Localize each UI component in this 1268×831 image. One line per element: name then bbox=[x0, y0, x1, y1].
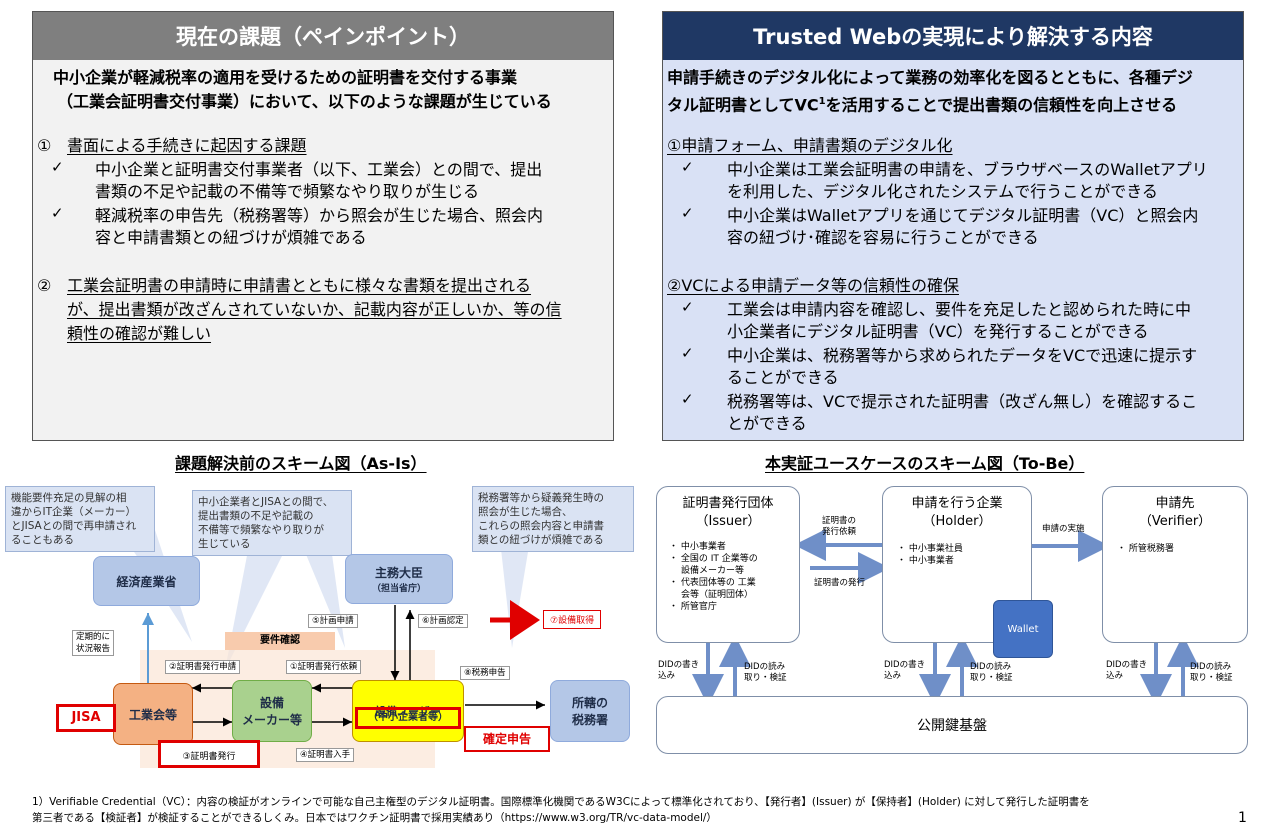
verifier-box: 申請先 （Verifier） ・ 所管税務署 bbox=[1102, 486, 1248, 643]
pain-sec1-item1-l1: 中小企業と証明書交付事業者（以下、工業会）との間で、提出 bbox=[95, 160, 543, 179]
solution-header: Trusted Webの実現により解決する内容 bbox=[663, 12, 1243, 60]
pain-sec2-l1: 工業会証明書の申請時に申請書とともに様々な書類を提出される bbox=[67, 276, 532, 295]
pain-sec2-l2: が、提出書類が改ざんされていないか、記載内容が正しいか、等の信 bbox=[67, 300, 562, 319]
tax-report-label: ⑧税務申告 bbox=[460, 666, 510, 680]
wallet-node: Wallet bbox=[993, 600, 1053, 658]
cert-issue-box: ③証明書発行 bbox=[158, 740, 260, 768]
check-icon: ✓ bbox=[51, 204, 64, 222]
meti-node: 経済産業省 bbox=[93, 556, 200, 606]
pain-sec1-item2-l1: 軽減税率の申告先（税務署等）から照会が生じた場合、照会内 bbox=[95, 206, 544, 225]
pain-point-panel: 現在の課題（ペインポイント） 中小企業が軽減税率の適用を受けるための証明書を交付… bbox=[32, 11, 614, 441]
pain-sec2-num: ② bbox=[37, 276, 52, 295]
check-icon: ✓ bbox=[681, 204, 694, 222]
did-write-label: DIDの書き込み bbox=[1106, 660, 1148, 681]
check-icon: ✓ bbox=[681, 390, 694, 408]
issuer-box: 証明書発行団体 （Issuer） ・ 中小事業者 ・ 全国の IT 企業等の 設… bbox=[656, 486, 800, 643]
regular-report-label: 定期的に状況報告 bbox=[72, 630, 115, 656]
request-label: 証明書の発行依頼 bbox=[822, 516, 857, 537]
pain-intro-line1: 中小企業が軽減税率の適用を受けるための証明書を交付する事業 bbox=[53, 68, 518, 87]
plan-approve-label: ⑥計画認定 bbox=[418, 614, 468, 628]
industry-node: 工業会等 bbox=[113, 683, 193, 745]
holder-box: 申請を行う企業 （Holder） ・ 中小事業社員 ・ 中小事業者 bbox=[882, 486, 1032, 643]
jisa-label: JISA bbox=[56, 704, 116, 732]
did-read-label: DIDの読み取り・検証 bbox=[970, 662, 1013, 683]
tobe-title: 本実証ユースケースのスキーム図（To-Be） bbox=[765, 454, 1085, 473]
pain-sec2-l3: 頼性の確認が難しい bbox=[67, 324, 212, 343]
equip-get-label: ⑦設備取得 bbox=[543, 610, 602, 629]
solution-sec1-item2-l2: 容の紐づけ･確認を容易に行うことができる bbox=[727, 228, 1039, 247]
solution-sec2-title: ②VCによる申請データ等の信頼性の確保 bbox=[667, 276, 959, 295]
tobe-diagram: 証明書発行団体 （Issuer） ・ 中小事業者 ・ 全国の IT 企業等の 設… bbox=[650, 478, 1255, 763]
check-icon: ✓ bbox=[681, 298, 694, 316]
minister-node: 主務大臣（担当省庁） bbox=[345, 554, 453, 604]
asis-diagram: 機能要件充足の見解の相違からIT企業（メーカー）とJISAとの間で再申請されるこ… bbox=[0, 470, 640, 780]
req-confirm-label: 要件確認 bbox=[225, 632, 335, 650]
pain-intro-line2: （工業会証明書交付事業）において、以下のような課題が生じている bbox=[57, 92, 552, 111]
asis-callout-tax: 税務署等から疑義発生時の照会が生じた場合、これらの照会内容と申請書類との紐づけが… bbox=[472, 486, 634, 552]
check-icon: ✓ bbox=[681, 158, 694, 176]
solution-intro-line1: 申請手続きのデジタル化によって業務の効率化を図るとともに、各種デジ bbox=[667, 68, 1193, 87]
pain-sec1-item2-l2: 容と申請書類との紐づけが煩雑である bbox=[95, 228, 367, 247]
page-number: 1 bbox=[1238, 810, 1247, 826]
cert-issue-apply-label: ②証明書発行申請 bbox=[165, 660, 241, 674]
tax-office-node: 所轄の税務署 bbox=[550, 680, 630, 742]
did-write-label: DIDの書き込み bbox=[658, 660, 700, 681]
pain-sec1-num: ① bbox=[37, 136, 52, 155]
solution-sec2-item2-l1: 中小企業は、税務署等から求められたデータをVCで迅速に提示す bbox=[727, 346, 1198, 365]
did-read-label: DIDの読み取り・検証 bbox=[1190, 662, 1233, 683]
footnote: 1）Verifiable Credential（VC）：内容の検証がオンラインで… bbox=[32, 796, 1090, 824]
apply-label: 申請の実施 bbox=[1042, 524, 1085, 534]
check-icon: ✓ bbox=[681, 344, 694, 362]
asis-callout-meti: 機能要件充足の見解の相違からIT企業（メーカー）とJISAとの間で再申請されるこ… bbox=[5, 486, 155, 552]
pain-sec1-title: 書面による手続きに起因する課題 bbox=[67, 136, 307, 155]
solution-sec2-item3-l2: とができる bbox=[727, 414, 807, 433]
solution-sec2-item1-l2: 小企業者にデジタル証明書（VC）を発行することができる bbox=[727, 322, 1149, 341]
cert-get-label: ④証明書入手 bbox=[296, 748, 355, 762]
pain-point-header: 現在の課題（ペインポイント） bbox=[33, 12, 613, 60]
issue-label: 証明書の発行 bbox=[814, 578, 866, 588]
final-tax-label: 確定申告 bbox=[464, 726, 550, 752]
solution-panel: Trusted Webの実現により解決する内容 申請手続きのデジタル化によって業… bbox=[662, 11, 1244, 441]
maker-node: 設備メーカー等 bbox=[232, 680, 312, 742]
asis-title: 課題解決前のスキーム図（As-Is） bbox=[175, 454, 427, 473]
asis-callout-jisa: 中小企業者とJISAとの間で、提出書類の不足や記載の不備等で頻繁なやり取りが生じ… bbox=[192, 490, 352, 556]
solution-sec1-item1-l1: 中小企業は工業会証明書の申請を、ブラウザベースのWalletアプリ bbox=[727, 160, 1208, 179]
tobe-arrows bbox=[692, 529, 1199, 706]
solution-sec1-item2-l1: 中小企業はWalletアプリを通じてデジタル証明書（VC）と照会内 bbox=[727, 206, 1199, 225]
solution-intro-line2: タル証明書としてVC1を活用することで提出書類の信頼性を向上させる bbox=[667, 95, 1178, 115]
did-write-label: DIDの書き込み bbox=[884, 660, 926, 681]
pain-sec1-item1-l2: 書類の不足や記載の不備等で頻繁なやり取りが生じる bbox=[95, 182, 480, 201]
cert-issue-request-label: ①証明書発行依頼 bbox=[286, 660, 362, 674]
did-read-label: DIDの読み取り・検証 bbox=[744, 662, 787, 683]
solution-sec2-item3-l1: 税務署等は、VCで提示された証明書（改ざん無し）を確認するこ bbox=[727, 392, 1198, 411]
solution-sec1-item1-l2: を利用した、デジタル化されたシステムで行うことができる bbox=[727, 182, 1158, 201]
check-icon: ✓ bbox=[51, 158, 64, 176]
plan-apply-label: ⑤計画申請 bbox=[308, 614, 358, 628]
solution-sec2-item1-l1: 工業会は申請内容を確認し、要件を充足したと認められた時に中 bbox=[727, 300, 1192, 319]
solution-sec2-item2-l2: ることができる bbox=[727, 368, 839, 387]
pki-box: 公開鍵基盤 bbox=[656, 696, 1248, 754]
sme-highlight: （中小企業者等） bbox=[355, 707, 461, 729]
solution-sec1-title: ①申請フォーム、申請書類のデジタル化 bbox=[667, 136, 953, 155]
